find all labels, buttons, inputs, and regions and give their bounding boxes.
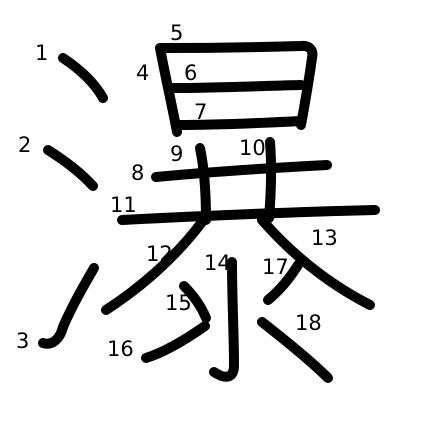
- stroke-number-18: 18: [295, 311, 322, 335]
- stroke-number-17: 17: [262, 255, 289, 279]
- stroke-2: [43, 145, 98, 191]
- character-strokes: [38, 40, 380, 383]
- stroke-number-3: 3: [16, 329, 29, 353]
- stroke-number-6: 6: [184, 61, 197, 85]
- stroke-18: [257, 317, 333, 383]
- stroke-number-5: 5: [170, 21, 183, 45]
- stroke-14: [209, 257, 239, 382]
- stroke-number-9: 9: [170, 142, 183, 166]
- stroke-1: [58, 53, 108, 103]
- stroke-number-11: 11: [110, 193, 137, 217]
- stroke-number-4: 4: [136, 61, 149, 85]
- stroke-number-15: 15: [165, 291, 192, 315]
- stroke-number-14: 14: [204, 251, 231, 275]
- stroke-16: [141, 321, 210, 363]
- stroke-17: [263, 260, 303, 305]
- stroke-7: [172, 116, 306, 130]
- stroke-number-2: 2: [18, 133, 31, 157]
- stroke-number-1: 1: [35, 41, 48, 65]
- stroke-number-8: 8: [131, 161, 144, 185]
- stroke-number-13: 13: [311, 226, 338, 250]
- stroke-number-12: 12: [146, 242, 173, 266]
- stroke-6: [166, 80, 306, 93]
- stroke-11: [117, 205, 380, 225]
- stroke-number-7: 7: [194, 100, 207, 124]
- stroke-number-16: 16: [107, 337, 134, 361]
- stroke-12: [101, 217, 207, 315]
- stroke-number-10: 10: [239, 136, 266, 160]
- stroke-10: [264, 137, 277, 223]
- stroke-9: [195, 143, 211, 225]
- stroke-15: [179, 281, 211, 323]
- stroke-5: [155, 40, 318, 130]
- stroke-number-labels: 1 2 3 4 5 6 7 8 9 10 11 12 13 14 15 16 1…: [16, 21, 338, 361]
- stroke-3: [38, 263, 99, 349]
- stroke-8: [151, 160, 332, 182]
- stroke-13: [257, 215, 375, 310]
